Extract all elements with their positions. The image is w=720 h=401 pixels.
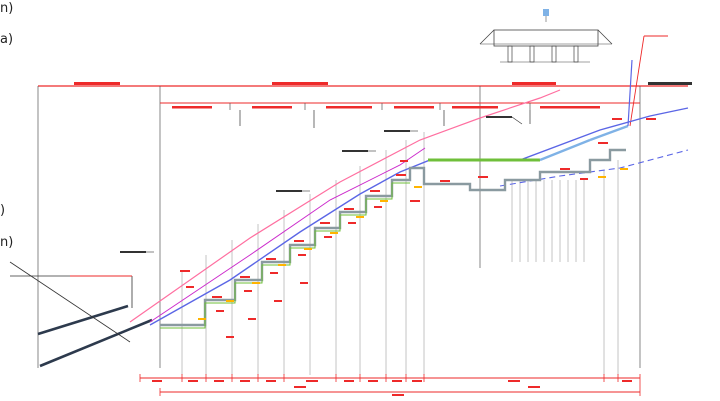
section-header [37, 82, 692, 368]
left-diagonal [9, 261, 131, 343]
existing-ground-blue [149, 107, 689, 326]
header-label-bar-3 [512, 82, 556, 85]
bottom-dimension-strip [139, 374, 641, 396]
lightblue-rise [589, 124, 629, 142]
edge-text-fragment-4: n) [0, 235, 14, 250]
marker-pins [239, 110, 531, 128]
slope-tag-5 [452, 106, 498, 109]
slope-tag-3 [326, 106, 372, 109]
inset-pier-3 [551, 45, 557, 63]
level-callout-4 [384, 130, 418, 132]
station-lines [181, 132, 619, 375]
header-label-bar-1 [74, 82, 120, 85]
edge-text-fragment-3: ) [0, 203, 6, 218]
level-callouts [120, 116, 523, 253]
bench-profile-green [160, 182, 410, 329]
slope-tag-2 [252, 106, 292, 109]
inset-pier-2 [529, 45, 535, 63]
vertical-blue-right [627, 59, 633, 127]
left-ground-profile [9, 261, 153, 368]
design-line-magenta [149, 147, 426, 323]
inset-pointer-leader [629, 35, 645, 127]
level-callout-5 [486, 116, 523, 125]
cross-section-inset [479, 9, 668, 127]
inset-deck [493, 29, 599, 47]
slope-band [160, 102, 640, 110]
level-callout-2 [276, 190, 310, 192]
edge-text-fragment-2: a) [0, 32, 14, 47]
inset-marker [543, 9, 549, 16]
inset-right-slope [597, 29, 613, 45]
lightblue-bench [539, 138, 591, 162]
slope-tag-4 [394, 106, 434, 109]
design-line-pink [129, 89, 561, 323]
edge-text-fragment-1: n) [0, 1, 14, 16]
slope-tag-1 [172, 106, 212, 109]
level-callout-1 [120, 251, 154, 253]
profile-tags-yellow [198, 168, 628, 320]
slope-tag-6 [540, 106, 600, 109]
profile-tags [180, 118, 656, 338]
dark-ground-upper [37, 304, 129, 336]
inset-pier-4 [573, 45, 579, 63]
level-callout-3 [342, 150, 376, 152]
header-label-bar-2 [272, 82, 328, 85]
dark-ground-lower [39, 318, 153, 368]
inset-left-slope [479, 29, 495, 45]
header-label-bar-4 [648, 82, 692, 85]
inset-pier-1 [507, 45, 513, 63]
